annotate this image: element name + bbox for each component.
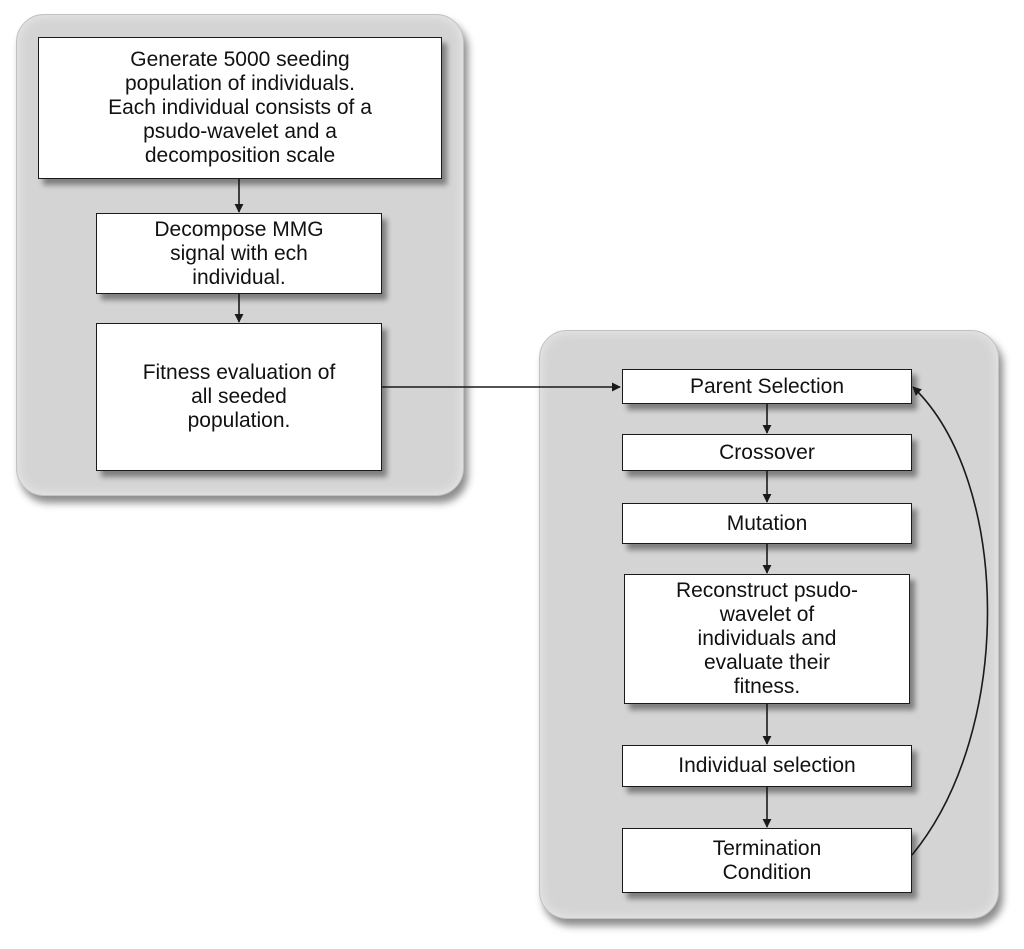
individual-selection-box: Individual selection xyxy=(622,745,912,787)
generate-population-box: Generate 5000 seeding population of indi… xyxy=(38,37,442,179)
mutation-box: Mutation xyxy=(622,503,912,544)
reconstruct-wavelet-box: Reconstruct psudo- wavelet of individual… xyxy=(624,574,910,704)
fitness-evaluation-box: Fitness evaluation of all seeded populat… xyxy=(96,323,382,471)
decompose-signal-box: Decompose MMG signal with ech individual… xyxy=(96,213,382,294)
parent-selection-box: Parent Selection xyxy=(622,369,912,404)
termination-condition-box: Termination Condition xyxy=(622,828,912,893)
crossover-box: Crossover xyxy=(622,434,912,471)
